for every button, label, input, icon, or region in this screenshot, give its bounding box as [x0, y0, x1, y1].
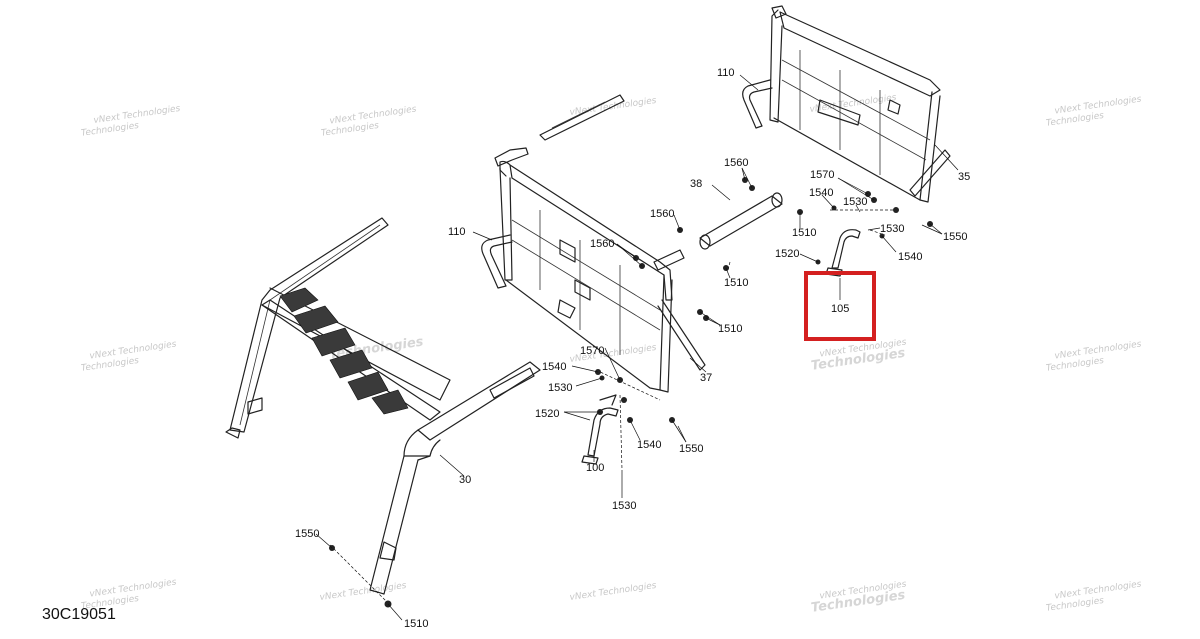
callout-1520: 1520 [775, 248, 799, 260]
watermark: vNext Technologies Technologies [321, 104, 418, 138]
callout-1540: 1540 [809, 187, 833, 199]
callout-105: 105 [831, 303, 849, 315]
diagram-code: 30C19051 [42, 606, 116, 623]
hardware [329, 177, 933, 608]
part-38-cross-tube [699, 192, 783, 250]
part-rail-top [539, 94, 625, 141]
callout-1540: 1540 [542, 361, 566, 373]
callout-1530: 1530 [843, 196, 867, 208]
part-37-rear-frame [481, 147, 706, 393]
callout-1530: 1530 [880, 223, 904, 235]
callout-37: 37 [700, 372, 712, 384]
callout-1550: 1550 [295, 528, 319, 540]
part-30-roll-cage [225, 217, 541, 595]
svg-text:vNext Technologies: vNext Technologies [569, 581, 657, 603]
callout-110: 110 [448, 226, 466, 238]
callout-1510: 1510 [718, 323, 742, 335]
watermark: vNext Technologies [809, 93, 897, 115]
callout-1510: 1510 [404, 618, 428, 630]
callout-labels: 110 35 1560 38 1570 1540 1530 1530 1550 … [295, 67, 970, 630]
leader-lines [315, 74, 959, 621]
callout-1530: 1530 [612, 500, 636, 512]
callout-1540: 1540 [898, 251, 922, 263]
part-105-bracket [825, 229, 861, 277]
callout-1570: 1570 [810, 169, 834, 181]
watermark: vNext Technologies Technologies [1046, 579, 1143, 613]
watermark: vNext Technologies Technologies [1046, 339, 1143, 373]
callout-100: 100 [586, 462, 604, 474]
callout-1570: 1570 [580, 345, 604, 357]
callout-38: 38 [690, 178, 702, 190]
watermark: vNext Technologies Technologies [1046, 94, 1143, 128]
callout-1550: 1550 [679, 443, 703, 455]
part-100-bracket [581, 394, 619, 465]
callout-1520: 1520 [535, 408, 559, 420]
part-35-rear-frame [742, 5, 951, 203]
watermarks: vNext Technologies Technologies vNext Te… [81, 93, 1143, 616]
callout-35: 35 [958, 171, 970, 183]
callout-1560: 1560 [590, 238, 614, 250]
watermark: vNext Technologies Technologies [810, 579, 907, 615]
callout-1560: 1560 [724, 157, 748, 169]
watermark: vNext Technologies [569, 581, 657, 603]
watermark: vNext Technologies Technologies [810, 337, 907, 373]
callout-110: 110 [717, 67, 735, 79]
watermark: vNext Technologies [319, 581, 407, 603]
callout-30: 30 [459, 474, 471, 486]
callout-1560: 1560 [650, 208, 674, 220]
svg-text:vNext Technologies: vNext Technologies [809, 93, 897, 115]
svg-text:vNext Technologies: vNext Technologies [319, 581, 407, 603]
highlight-box-105 [804, 271, 876, 341]
callout-1530: 1530 [548, 382, 572, 394]
callout-1510: 1510 [724, 277, 748, 289]
callout-1510: 1510 [792, 227, 816, 239]
callout-1540: 1540 [637, 439, 661, 451]
watermark: vNext Technologies Technologies [81, 104, 182, 139]
callout-1550: 1550 [943, 231, 967, 243]
watermark: vNext Technologies Technologies [81, 339, 178, 373]
